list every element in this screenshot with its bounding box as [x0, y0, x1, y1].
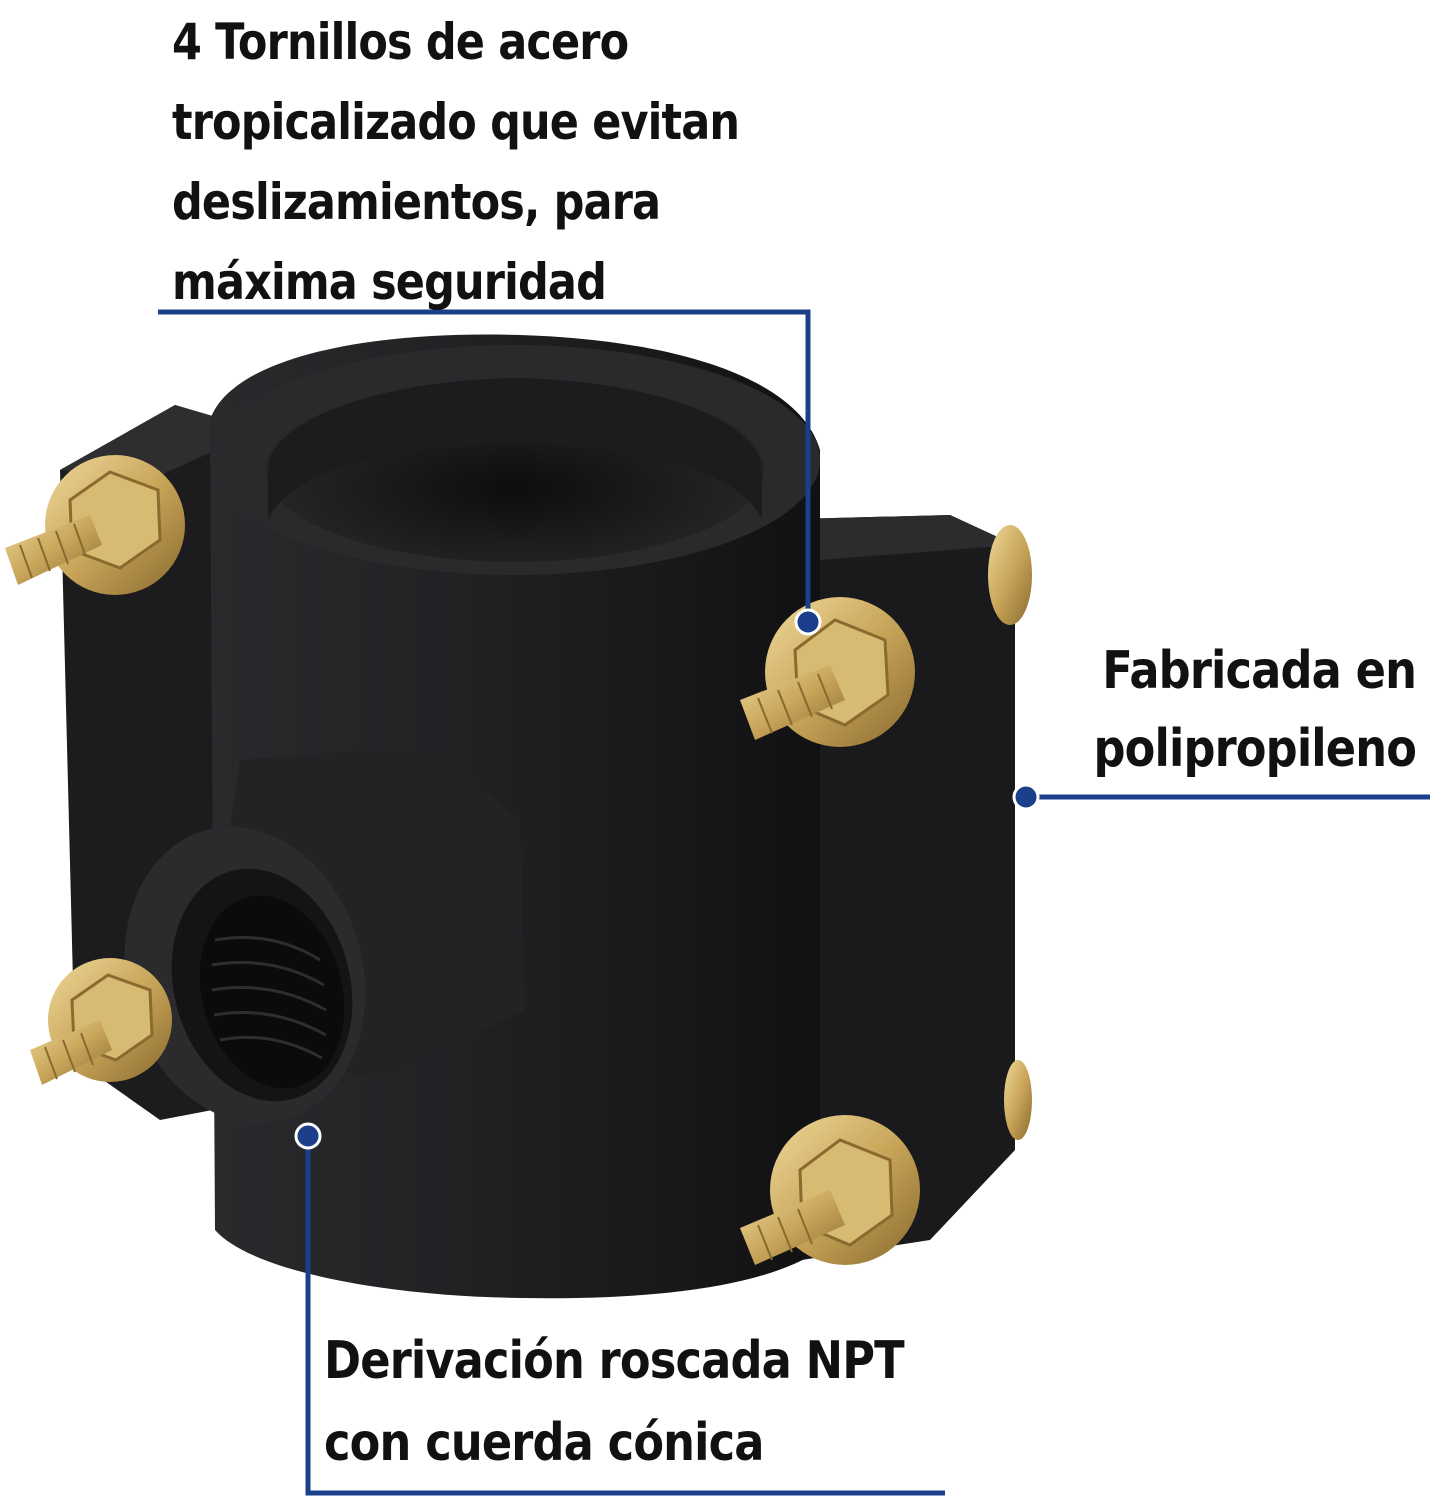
callout-screws-line-1: 4 Tornillos de acero	[172, 13, 629, 71]
callout-material-line-1: Fabricada en	[1102, 641, 1417, 701]
callout-thread: Derivación roscada NPT con cuerda cónica	[324, 1320, 905, 1484]
callout-material: Fabricada en polipropileno	[1093, 632, 1416, 788]
leader-dot-thread	[294, 1122, 322, 1150]
threaded-outlet	[124, 745, 525, 1124]
bolt-bottom-right	[740, 1115, 920, 1265]
leader-line-screws	[158, 309, 811, 620]
callout-screws: 4 Tornillos de acero tropicalizado que e…	[172, 2, 740, 322]
callout-screws-line-3: deslizamientos, para	[172, 173, 661, 231]
callout-screws-line-2: tropicalizado que evitan	[172, 93, 740, 151]
callout-thread-line-2: con cuerda cónica	[324, 1413, 764, 1473]
bolt-back-right-top	[988, 525, 1032, 625]
callout-material-line-2: polipropileno	[1093, 719, 1416, 779]
bolt-bottom-left	[30, 958, 172, 1085]
callout-thread-line-1: Derivación roscada NPT	[324, 1331, 905, 1391]
bolt-top-left	[5, 455, 185, 595]
leader-line-thread	[305, 1138, 945, 1496]
leader-dot-material	[1012, 783, 1040, 811]
bolt-back-right-bottom	[1004, 1060, 1032, 1140]
bolt-top-right	[740, 597, 915, 747]
callout-screws-line-4: máxima seguridad	[172, 253, 607, 311]
leader-dot-screws	[794, 608, 822, 636]
